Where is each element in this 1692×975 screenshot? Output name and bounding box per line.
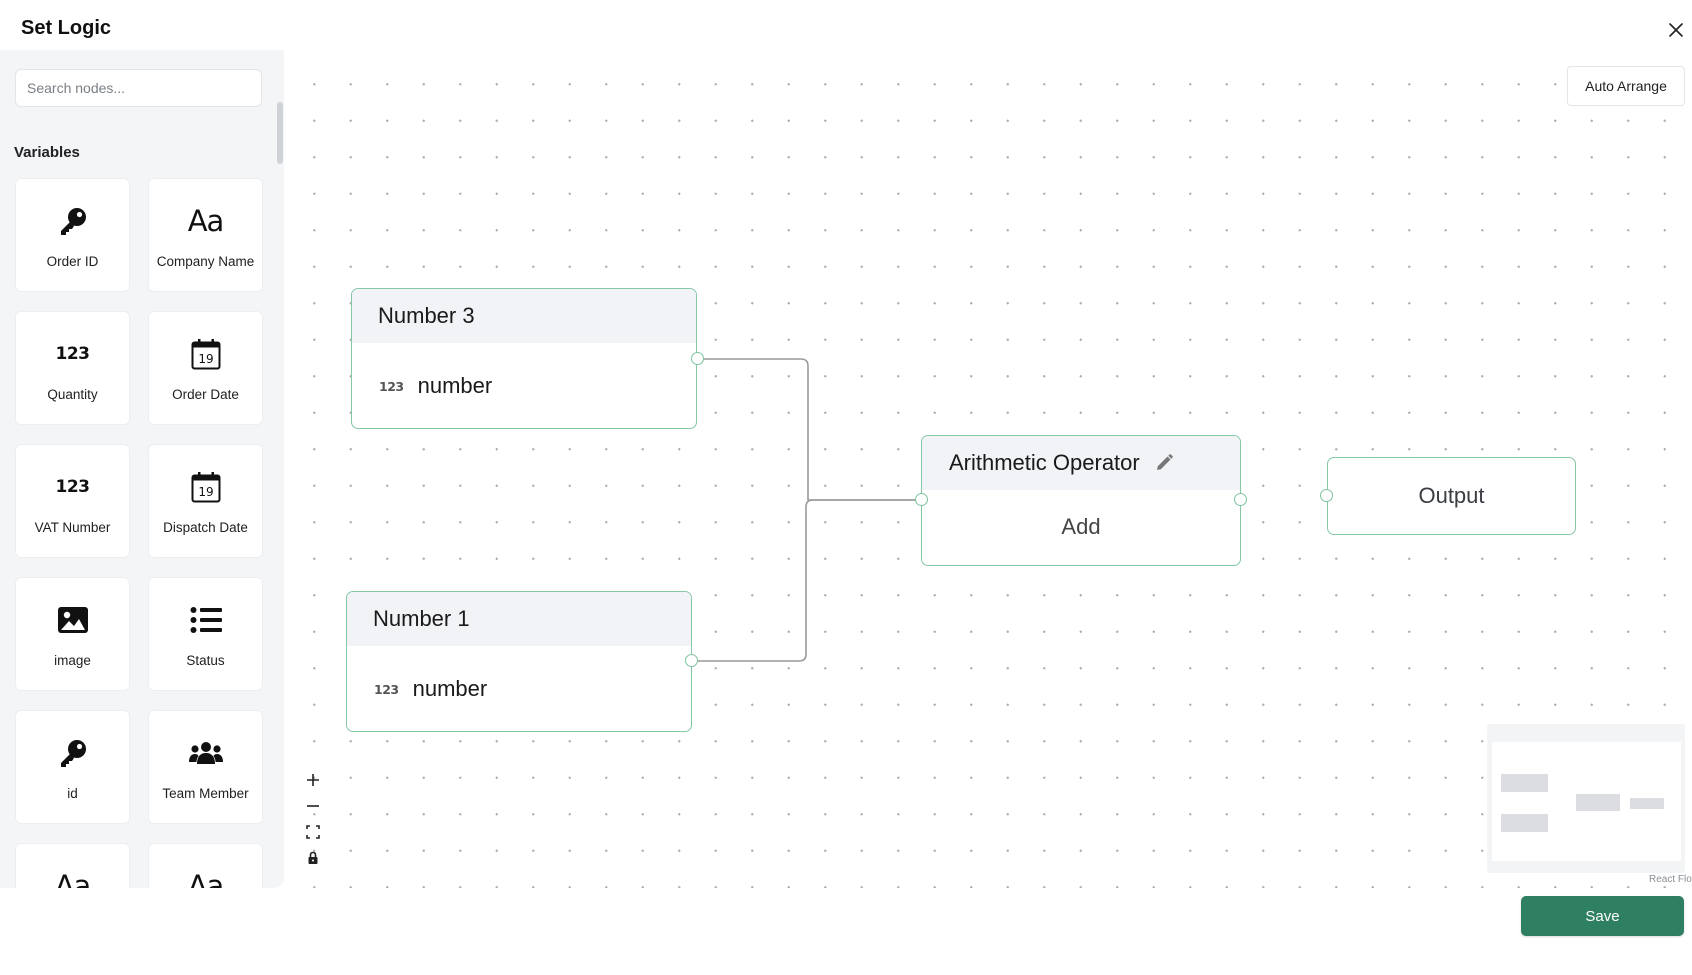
key-icon bbox=[16, 735, 129, 771]
node-title: Number 3 bbox=[352, 289, 696, 343]
variable-label: Order Date bbox=[172, 387, 239, 402]
zoom-out-button[interactable] bbox=[300, 793, 326, 819]
text-icon: Aa bbox=[54, 869, 92, 888]
fit-view-button[interactable] bbox=[300, 819, 326, 845]
variable-label: Order ID bbox=[46, 254, 99, 269]
variables-heading: Variables bbox=[14, 144, 80, 161]
users-icon bbox=[149, 735, 262, 771]
node-value: number bbox=[417, 373, 493, 398]
variable-label: VAT Number bbox=[34, 520, 111, 535]
number-icon: 123 bbox=[55, 344, 91, 364]
variable-label: Team Member bbox=[162, 786, 249, 801]
node-number-3[interactable]: Number 3 123 number bbox=[351, 288, 697, 429]
search-nodes-input[interactable] bbox=[15, 69, 262, 107]
fit-view-icon bbox=[306, 825, 320, 839]
variable-label: Quantity bbox=[47, 387, 98, 402]
source-handle-number-1[interactable] bbox=[685, 654, 698, 667]
variable-quantity[interactable]: 123 Quantity bbox=[15, 311, 130, 425]
node-output[interactable]: Output bbox=[1327, 457, 1576, 535]
minimap-node bbox=[1576, 794, 1620, 811]
variable-order-date[interactable]: 19 Order Date bbox=[148, 311, 263, 425]
image-icon bbox=[16, 602, 129, 638]
variable-text-field[interactable]: Aa bbox=[15, 843, 130, 888]
variable-id[interactable]: id bbox=[15, 710, 130, 824]
node-value: number bbox=[412, 676, 488, 701]
node-sidebar: Variables Order ID Aa Company Name 123 Q… bbox=[0, 50, 284, 888]
node-number-1[interactable]: Number 1 123 number bbox=[346, 591, 692, 732]
close-icon bbox=[1669, 23, 1683, 37]
node-title: Number 1 bbox=[347, 592, 691, 646]
zoom-controls bbox=[300, 767, 326, 873]
zoom-in-button[interactable] bbox=[300, 767, 326, 793]
attribution-link[interactable]: React Flow bbox=[1649, 874, 1692, 885]
variable-label: id bbox=[67, 786, 78, 801]
variable-dispatch-date[interactable]: 19 Dispatch Date bbox=[148, 444, 263, 558]
key-icon bbox=[16, 203, 129, 239]
variable-text-field[interactable]: Aa bbox=[148, 843, 263, 888]
auto-arrange-button[interactable]: Auto Arrange bbox=[1567, 66, 1685, 106]
number-icon: 123 bbox=[379, 378, 404, 394]
lock-button[interactable] bbox=[300, 845, 326, 871]
text-icon: Aa bbox=[187, 204, 225, 238]
variable-label: image bbox=[54, 653, 91, 668]
operator-value: Add bbox=[1061, 514, 1101, 539]
save-button[interactable]: Save bbox=[1521, 896, 1684, 936]
variable-order-id[interactable]: Order ID bbox=[15, 178, 130, 292]
node-title: Arithmetic Operator bbox=[949, 450, 1140, 475]
node-arithmetic-operator[interactable]: Arithmetic Operator Add bbox=[921, 435, 1241, 566]
svg-text:19: 19 bbox=[198, 485, 213, 499]
minus-icon bbox=[307, 805, 319, 807]
sidebar-scrollbar[interactable] bbox=[277, 102, 283, 164]
number-icon: 123 bbox=[55, 477, 91, 497]
minimap-node bbox=[1630, 798, 1664, 809]
plus-icon bbox=[307, 774, 319, 786]
variable-label: Company Name bbox=[156, 254, 255, 269]
variable-team-member[interactable]: Team Member bbox=[148, 710, 263, 824]
list-icon bbox=[149, 602, 262, 638]
calendar-icon: 19 bbox=[149, 469, 262, 505]
variable-status[interactable]: Status bbox=[148, 577, 263, 691]
node-title: Output bbox=[1418, 483, 1485, 508]
variable-company-name[interactable]: Aa Company Name bbox=[148, 178, 263, 292]
number-icon: 123 bbox=[374, 681, 399, 697]
minimap[interactable] bbox=[1487, 724, 1685, 873]
source-handle-operator[interactable] bbox=[1234, 493, 1247, 506]
text-icon: Aa bbox=[187, 869, 225, 888]
variable-label: Status bbox=[186, 653, 225, 668]
variable-label: Dispatch Date bbox=[163, 520, 248, 535]
pencil-icon[interactable] bbox=[1154, 453, 1174, 473]
minimap-node bbox=[1501, 814, 1548, 832]
close-button[interactable] bbox=[1664, 18, 1688, 42]
dialog-title: Set Logic bbox=[21, 17, 112, 39]
variable-image[interactable]: image bbox=[15, 577, 130, 691]
variable-vat-number[interactable]: 123 VAT Number bbox=[15, 444, 130, 558]
target-handle-output[interactable] bbox=[1320, 489, 1333, 502]
source-handle-number-3[interactable] bbox=[691, 352, 704, 365]
lock-icon bbox=[308, 851, 318, 864]
minimap-node bbox=[1501, 774, 1548, 792]
svg-text:19: 19 bbox=[198, 352, 213, 366]
calendar-icon: 19 bbox=[149, 336, 262, 372]
target-handle-operator[interactable] bbox=[915, 493, 928, 506]
